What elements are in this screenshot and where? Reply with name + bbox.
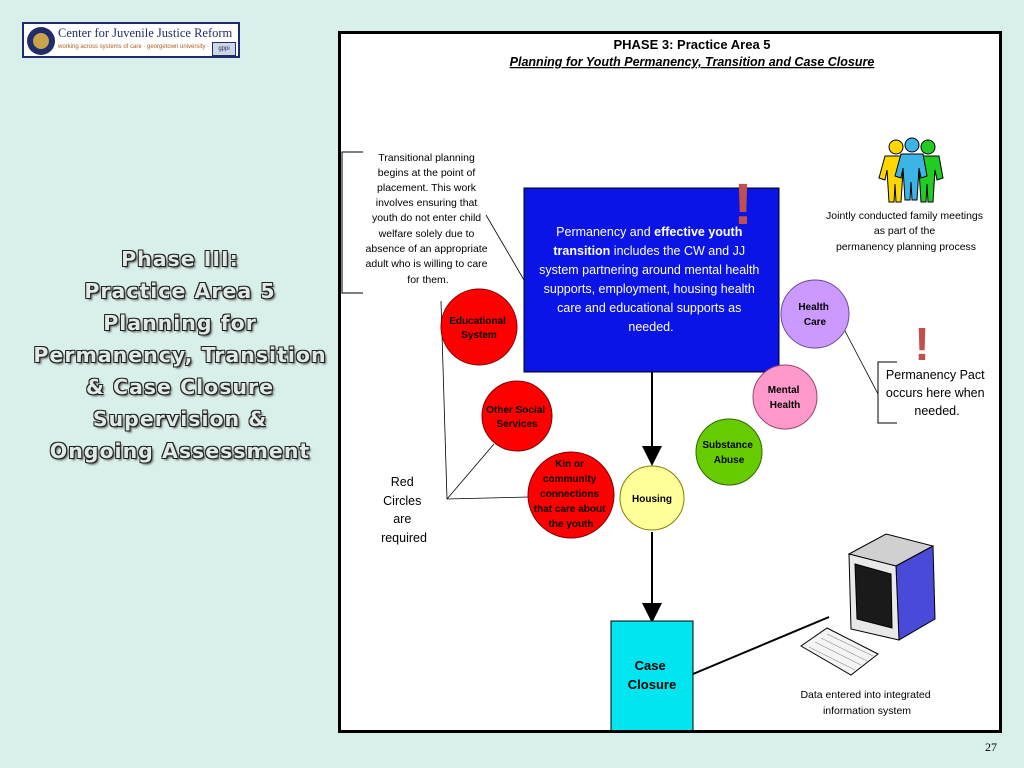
family-meetings-note: Jointly conducted family meetings as par… bbox=[826, 210, 986, 253]
diagram-panel: PHASE 3: Practice Area 5 Planning for Yo… bbox=[338, 31, 1002, 733]
housing-circle: Housing bbox=[619, 465, 685, 531]
note-connector bbox=[485, 214, 525, 281]
title-line: Practice Area 5 bbox=[84, 279, 276, 303]
other-social-services-circle: Other Social Services bbox=[481, 380, 553, 452]
title-line: Supervision & bbox=[92, 407, 268, 431]
case-closure-box bbox=[610, 620, 694, 730]
exclamation-icon: ! bbox=[914, 318, 929, 370]
transitional-note: Transitional planning begins at the poin… bbox=[366, 152, 491, 286]
diagram-subheading: Planning for Youth Permanency, Transitio… bbox=[510, 55, 875, 69]
pact-connector bbox=[844, 330, 879, 395]
pact-note: Permanency Pact occurs here when needed. bbox=[886, 368, 988, 418]
svg-text:Mental Health: Mental Health bbox=[768, 385, 802, 411]
page-number: 27 bbox=[985, 740, 997, 754]
mental-health-circle: Mental Health bbox=[752, 364, 818, 430]
educational-system-circle: Educational System bbox=[440, 288, 518, 366]
logo-name: Center for Juvenile Justice Reform bbox=[58, 26, 233, 40]
seal-icon bbox=[27, 27, 55, 55]
diagram-svg: PHASE 3: Practice Area 5 Planning for Yo… bbox=[341, 37, 988, 730]
people-icon bbox=[878, 137, 944, 203]
svg-text:Housing: Housing bbox=[632, 494, 672, 505]
logo-badge: gppi bbox=[212, 42, 236, 56]
central-box bbox=[523, 187, 780, 373]
svg-text:Kin or community: Kin or community connections that care a… bbox=[534, 459, 608, 530]
diagram-heading: PHASE 3: Practice Area 5 bbox=[613, 37, 770, 52]
title-line: & Case Closure bbox=[85, 375, 275, 399]
computer-icon bbox=[800, 533, 936, 676]
svg-text:Other Social Services: Other Social Services bbox=[486, 405, 548, 430]
title-line: Ongoing Assessment bbox=[49, 439, 311, 463]
health-care-circle: Health Care bbox=[780, 279, 850, 349]
note-bracket bbox=[341, 151, 363, 294]
title-line: Planning for bbox=[103, 311, 257, 335]
case-closure-text: Case Closure bbox=[628, 658, 676, 692]
exclamation-icon: ! bbox=[733, 172, 752, 237]
substance-abuse-circle: Substance Abuse bbox=[695, 418, 763, 486]
logo: Center for Juvenile Justice Reform worki… bbox=[22, 22, 240, 58]
closure-connector bbox=[692, 616, 830, 675]
logo-tagline: working across systems of care · georget… bbox=[58, 44, 210, 50]
title-line: Phase III: bbox=[121, 247, 239, 271]
svg-text:Substance Abuse: Substance Abuse bbox=[702, 440, 755, 466]
kin-connections-circle: Kin or community connections that care a… bbox=[527, 451, 615, 539]
data-entry-note: Data entered into integrated information… bbox=[800, 689, 933, 717]
title-line: Permanency, Transition bbox=[33, 343, 327, 367]
svg-text:Educational System: Educational System bbox=[449, 316, 508, 341]
pact-bracket bbox=[877, 361, 897, 424]
svg-text:Health Care: Health Care bbox=[798, 302, 831, 328]
slide-title: Phase III: Practice Area 5 Planning for … bbox=[20, 243, 340, 467]
red-circles-note: Red Circles are required bbox=[381, 475, 427, 545]
central-box-text: Permanency and effective youth transitio… bbox=[539, 225, 763, 334]
